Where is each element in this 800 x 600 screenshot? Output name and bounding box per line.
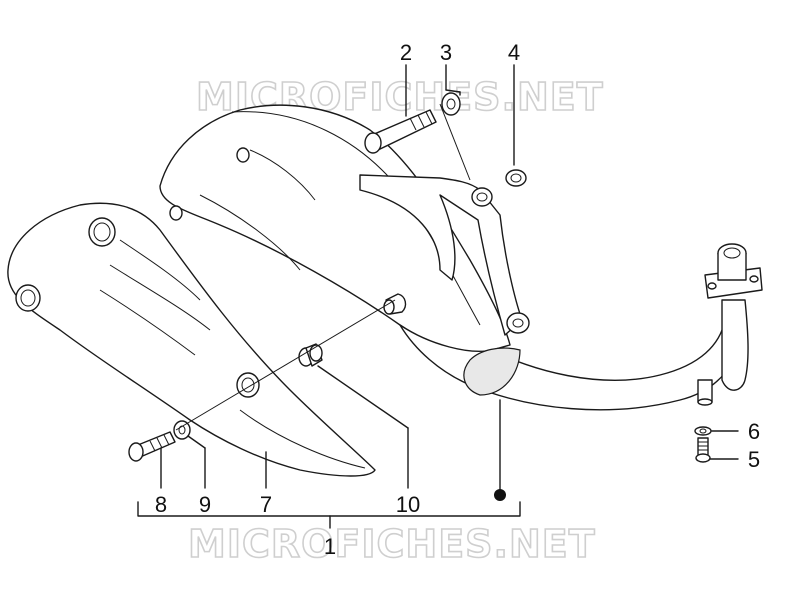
exhaust-pipe xyxy=(399,243,763,411)
callout-10: 10 xyxy=(396,492,420,517)
bolt-8 xyxy=(128,431,176,462)
callout-3: 3 xyxy=(440,40,452,65)
heat-shield xyxy=(7,202,376,477)
callout-8: 8 xyxy=(155,492,167,517)
callout-7: 7 xyxy=(260,492,272,517)
callout-5: 5 xyxy=(748,447,760,472)
assembly-lines xyxy=(175,103,471,431)
spacer-10 xyxy=(298,343,323,367)
bolt-5 xyxy=(695,437,711,463)
washer-6 xyxy=(694,426,712,436)
nut-4 xyxy=(505,169,527,187)
rubber-grommet xyxy=(383,293,407,315)
callout-6: 6 xyxy=(748,419,760,444)
callout-1: 1 xyxy=(324,534,336,559)
mounting-bracket xyxy=(359,174,530,336)
washer-3 xyxy=(441,92,461,116)
callout-4: 4 xyxy=(508,40,520,65)
bolt-2 xyxy=(364,109,437,154)
leader-lines xyxy=(137,64,739,529)
watermark-bottom: MICROFICHES.NET xyxy=(188,522,596,566)
callout-9: 9 xyxy=(199,492,211,517)
callout-dot xyxy=(494,489,506,501)
callout-2: 2 xyxy=(400,40,412,65)
